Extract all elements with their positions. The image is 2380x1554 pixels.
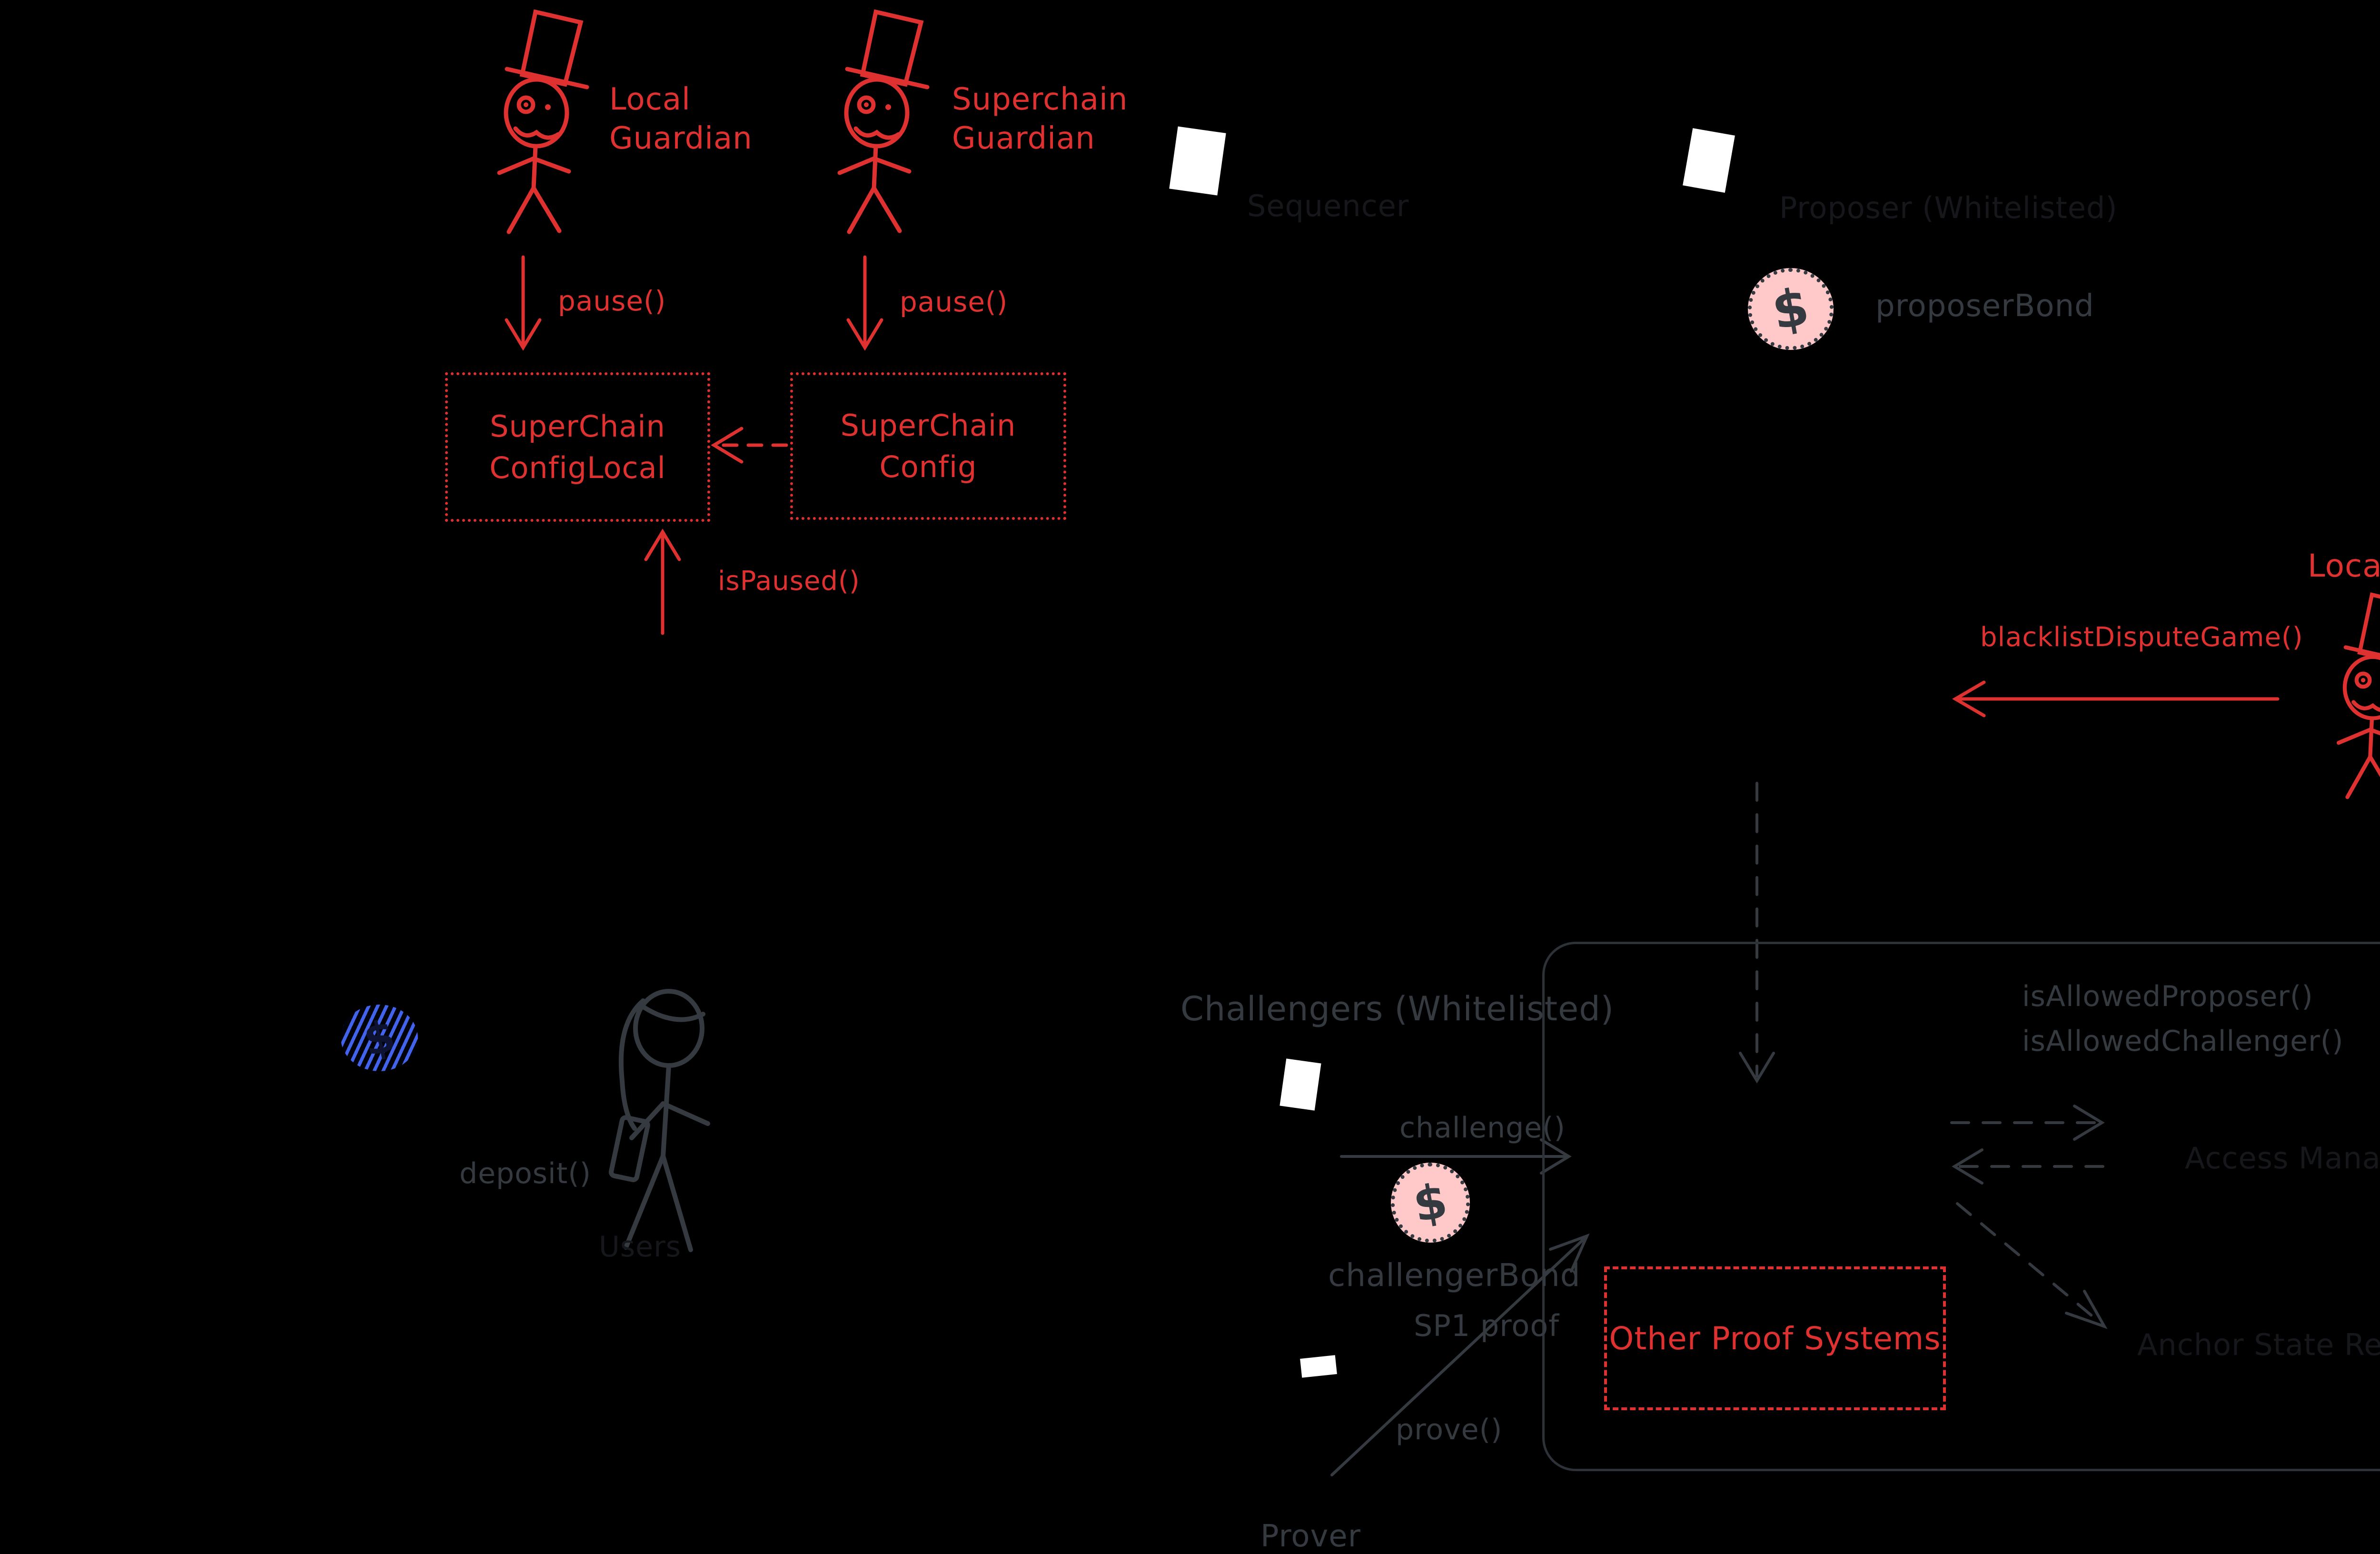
pause-left-arrowhead-icon [505, 318, 542, 351]
challenge-label: challenge() [1399, 1111, 1566, 1145]
proposer-bond-label: proposerBond [1875, 289, 2094, 324]
challenge-arrowhead-icon [1540, 1138, 1572, 1175]
blacklist-dispute-game-label: blacklistDisputeGame() [1980, 622, 2303, 653]
local-guardian-label-line2: Guardian [609, 121, 753, 156]
pause-right-arrowhead-icon [846, 318, 883, 351]
other-proof-systems-label: Other Proof Systems [1609, 1320, 1941, 1357]
deposit-coin-icon: $ [341, 1005, 418, 1071]
prover-document-icon [1300, 1355, 1337, 1378]
blacklist-arrowhead-icon [1952, 680, 1986, 717]
superchain-guardian-figure-icon [840, 12, 927, 232]
superchain-config-line1: SuperChain [840, 408, 1016, 443]
superchain-config-local-line2: ConfigLocal [489, 450, 666, 485]
other-proof-systems-box: Other Proof Systems [1604, 1266, 1946, 1410]
challenger-bond-dollar-icon: $ [1409, 1172, 1452, 1233]
access-left-arrowhead-icon [1952, 1148, 1983, 1185]
sp1-proof-label: SP1 proof [1414, 1308, 1560, 1343]
deposit-label: deposit() [459, 1157, 592, 1190]
sequencer-document-icon [1169, 126, 1226, 196]
gray-dashed-arrows [1755, 782, 2104, 1326]
superchain-config-line2: Config [879, 449, 977, 484]
anchor-state-registry-label: Anchor State Registry [2137, 1327, 2380, 1362]
superchain-guardian-label-line1: Superchain [952, 82, 1128, 117]
deposit-dollar-icon: $ [359, 1010, 400, 1066]
pause-left-label: pause() [558, 285, 666, 317]
proposer-down-arrowhead-icon [1739, 1052, 1775, 1084]
is-allowed-proposer-label: isAllowedProposer() [2022, 980, 2313, 1013]
superchain-guardian-label-line2: Guardian [952, 121, 1095, 156]
local-guardian-label: Local Guardian [609, 80, 753, 158]
pause-right-label: pause() [900, 286, 1008, 318]
sequencer-label: Sequencer [1247, 189, 1409, 223]
anchor-diagonal-dashed-arrow [1956, 1202, 2104, 1326]
anchor-diagonal-arrowhead-icon [2065, 1290, 2108, 1329]
red-arrows [505, 255, 2280, 717]
access-manager-label: Access Manager [2185, 1141, 2380, 1175]
superchain-config-local-box: SuperChain ConfigLocal [445, 372, 710, 522]
superchain-guardian-label: Superchain Guardian [952, 80, 1128, 158]
local-guardian-figure-icon [499, 12, 587, 232]
is-paused-label: isPaused() [718, 566, 860, 597]
prover-label: Prover [1260, 1519, 1361, 1554]
right-local-guardian-label: Local Guardian [2308, 548, 2380, 584]
users-label: Users [599, 1230, 682, 1264]
challenger-document-icon [1279, 1058, 1321, 1111]
proposer-bond-dollar-icon: $ [1768, 276, 1814, 342]
dispute-game-container [1542, 942, 2380, 1471]
challenger-bond-coin-icon: $ [1391, 1163, 1470, 1243]
challenger-bond-label: challengerBond [1328, 1257, 1581, 1294]
superchain-config-box: SuperChain Config [790, 372, 1066, 520]
challengers-whitelisted-label: Challengers (Whitelisted) [1180, 989, 1614, 1028]
local-guardian-label-line1: Local [609, 82, 691, 117]
user-stick-figure-icon [610, 991, 708, 1250]
access-right-arrowhead-icon [2073, 1105, 2105, 1141]
superchain-config-local-line1: SuperChain [490, 409, 665, 444]
is-paused-arrowhead-icon [644, 528, 681, 561]
prove-arrowhead-icon [1549, 1233, 1590, 1273]
prove-label: prove() [1396, 1413, 1503, 1446]
right-local-guardian-figure-icon [2339, 595, 2380, 797]
config-sync-arrowhead-icon [711, 427, 744, 464]
proposer-bond-coin-icon: $ [1748, 268, 1834, 350]
is-allowed-challenger-label: isAllowedChallenger() [2022, 1025, 2344, 1058]
proposer-whitelisted-label: Proposer (Whitelisted) [1779, 190, 2118, 225]
gray-dashed-arrowheads [1739, 1052, 2108, 1329]
